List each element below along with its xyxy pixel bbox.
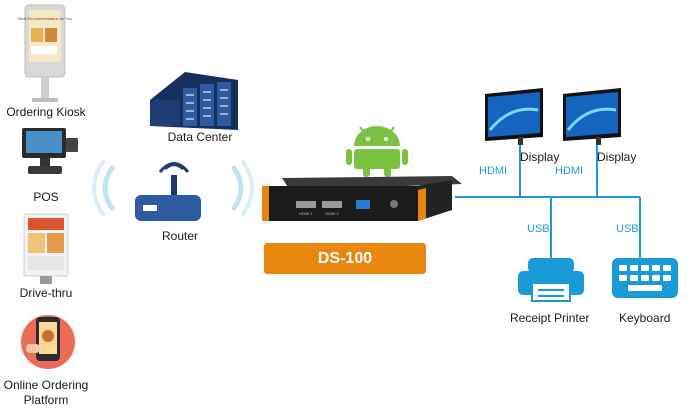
router-label: Router: [161, 229, 199, 243]
wifi-waves-left: [92, 160, 115, 216]
hdmi1-port-label: HDMI 1: [299, 211, 313, 216]
display-2-label: Display: [597, 150, 637, 164]
drive-thru-icon: [23, 213, 69, 284]
hdmi-right-label: HDMI: [555, 165, 584, 177]
drive-thru-label: Drive-thru: [19, 286, 73, 300]
data-center-label: Data Center: [167, 130, 233, 144]
ds100-device-icon: [262, 176, 462, 221]
hdmi-left-label: HDMI: [479, 165, 508, 177]
online-ordering-label: Online Ordering Platform: [3, 378, 89, 407]
ordering-kiosk-label: Ordering Kiosk: [6, 105, 86, 119]
data-center-icon: [150, 72, 238, 130]
ds100-badge: DS-100: [264, 243, 426, 274]
usb-right-label: USB: [616, 223, 639, 235]
receipt-printer-label: Receipt Printer: [510, 311, 590, 325]
router-icon: [135, 162, 201, 221]
usb-left-label: USB: [527, 223, 550, 235]
hdmi2-port-label: HDMI 2: [325, 211, 339, 216]
kiosk-screen-text: Meal Recommendation for You: [18, 16, 73, 21]
receipt-printer-icon: [518, 258, 584, 302]
display-2-icon: [563, 88, 621, 145]
display-1-icon: [485, 88, 543, 145]
android-icon: [346, 126, 408, 177]
online-ordering-icon: [21, 315, 75, 369]
kiosk-icon: [24, 4, 66, 102]
keyboard-label: Keyboard: [619, 311, 671, 325]
pos-label: POS: [33, 190, 59, 204]
wifi-waves-right: [231, 160, 254, 216]
display-1-label: Display: [520, 150, 560, 164]
keyboard-icon: [612, 258, 678, 298]
pos-icon: [22, 128, 78, 174]
connection-lines: [455, 137, 641, 258]
